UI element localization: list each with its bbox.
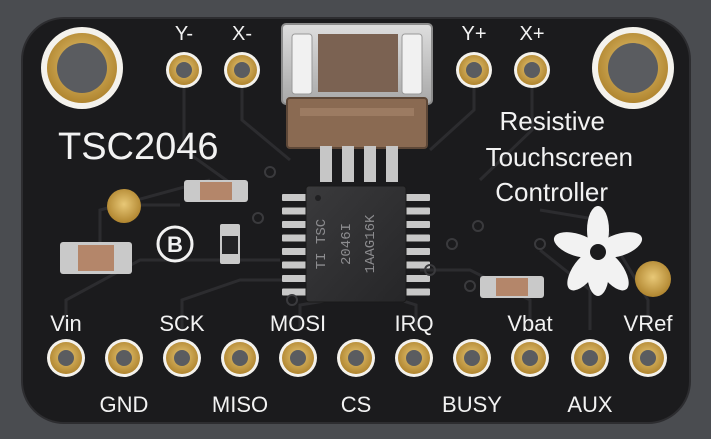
chip-lead bbox=[282, 261, 308, 269]
chip-marking-line-3: 1AAG16K bbox=[363, 214, 379, 273]
bottom-header: Vin GND SCK MISO MOSI CS IRQ BUSY bbox=[47, 311, 673, 417]
chip-marking-line-2: 2046I bbox=[339, 223, 355, 265]
chip-lead bbox=[282, 194, 308, 201]
tsc2046-chip bbox=[282, 185, 430, 303]
description-line-3: Controller bbox=[495, 177, 608, 207]
chip-lead bbox=[404, 194, 430, 201]
bottom-pin-label: BUSY bbox=[442, 392, 502, 417]
bottom-pin-label: AUX bbox=[567, 392, 613, 417]
description-line-2: Touchscreen bbox=[486, 142, 633, 172]
chip-lead bbox=[282, 221, 308, 228]
chip-lead bbox=[282, 275, 308, 282]
bottom-pin-mosi: MOSI bbox=[270, 311, 326, 377]
chip-marking: TI TSC 2046I 1AAG16K bbox=[314, 214, 379, 273]
chip-lead bbox=[404, 288, 430, 296]
top-pin-y-plus: Y+ bbox=[456, 23, 492, 88]
bottom-pin-aux: AUX bbox=[567, 339, 613, 417]
pcb-edge bbox=[21, 17, 691, 424]
mounting-hole-left bbox=[41, 27, 123, 109]
bottom-pin-sck: SCK bbox=[159, 311, 205, 377]
chip-lead bbox=[404, 221, 430, 228]
bottom-pin-miso: MISO bbox=[212, 339, 268, 417]
capacitor-right bbox=[480, 276, 544, 298]
bottom-pin-cs: CS bbox=[337, 339, 375, 417]
top-pin-y-minus: Y- bbox=[166, 23, 202, 88]
bottom-pin-label: Vin bbox=[50, 311, 81, 336]
capacitor-top bbox=[184, 180, 248, 202]
top-pin-x-plus: X+ bbox=[514, 23, 550, 88]
part-number-label: TSC2046 bbox=[58, 126, 219, 168]
bottom-pin-vbat: Vbat bbox=[507, 311, 553, 377]
top-header: Y- X- Y+ X+ bbox=[166, 23, 550, 88]
test-pad-left bbox=[107, 189, 141, 223]
description-line-1: Resistive bbox=[500, 106, 605, 136]
jumper-b: B bbox=[156, 225, 194, 263]
bottom-pin-gnd: GND bbox=[100, 339, 149, 417]
bottom-pin-busy: BUSY bbox=[442, 339, 502, 417]
bottom-pin-label: MOSI bbox=[270, 311, 326, 336]
bottom-pin-irq: IRQ bbox=[394, 311, 434, 377]
bottom-pin-label: GND bbox=[100, 392, 149, 417]
top-pin-label: Y+ bbox=[461, 23, 486, 45]
mounting-hole-right bbox=[592, 27, 674, 109]
flower-logo bbox=[553, 206, 643, 296]
test-pad-right bbox=[635, 261, 671, 297]
chip-lead bbox=[404, 261, 430, 269]
chip-lead bbox=[282, 288, 308, 296]
jumper-label: B bbox=[167, 232, 183, 257]
capacitor-left bbox=[60, 242, 132, 274]
chip-lead bbox=[282, 207, 308, 215]
bottom-pin-vin: Vin bbox=[47, 311, 85, 377]
resistor-small bbox=[220, 224, 240, 264]
connector-pins bbox=[320, 146, 398, 182]
chip-lead bbox=[282, 234, 308, 242]
vias bbox=[252, 166, 546, 306]
chip-lead bbox=[404, 234, 430, 242]
bottom-pin-label: Vbat bbox=[507, 311, 552, 336]
chip-lead bbox=[404, 207, 430, 215]
bottom-pin-vref: VRef bbox=[624, 311, 674, 377]
top-pin-label: X+ bbox=[519, 23, 544, 45]
top-pin-x-minus: X- bbox=[224, 23, 260, 88]
chip-lead bbox=[404, 248, 430, 255]
top-pin-label: X- bbox=[232, 23, 252, 45]
top-pin-label: Y- bbox=[175, 23, 193, 45]
chip-lead bbox=[404, 275, 430, 282]
chip-lead bbox=[282, 248, 308, 255]
bottom-pin-label: CS bbox=[341, 392, 372, 417]
bottom-pin-label: VRef bbox=[624, 311, 674, 336]
micro-usb-connector bbox=[281, 23, 433, 149]
bottom-pin-label: IRQ bbox=[394, 311, 433, 336]
bottom-pin-label: SCK bbox=[159, 311, 205, 336]
bottom-pin-label: MISO bbox=[212, 392, 268, 417]
chip-marking-line-1: TI TSC bbox=[314, 219, 330, 269]
